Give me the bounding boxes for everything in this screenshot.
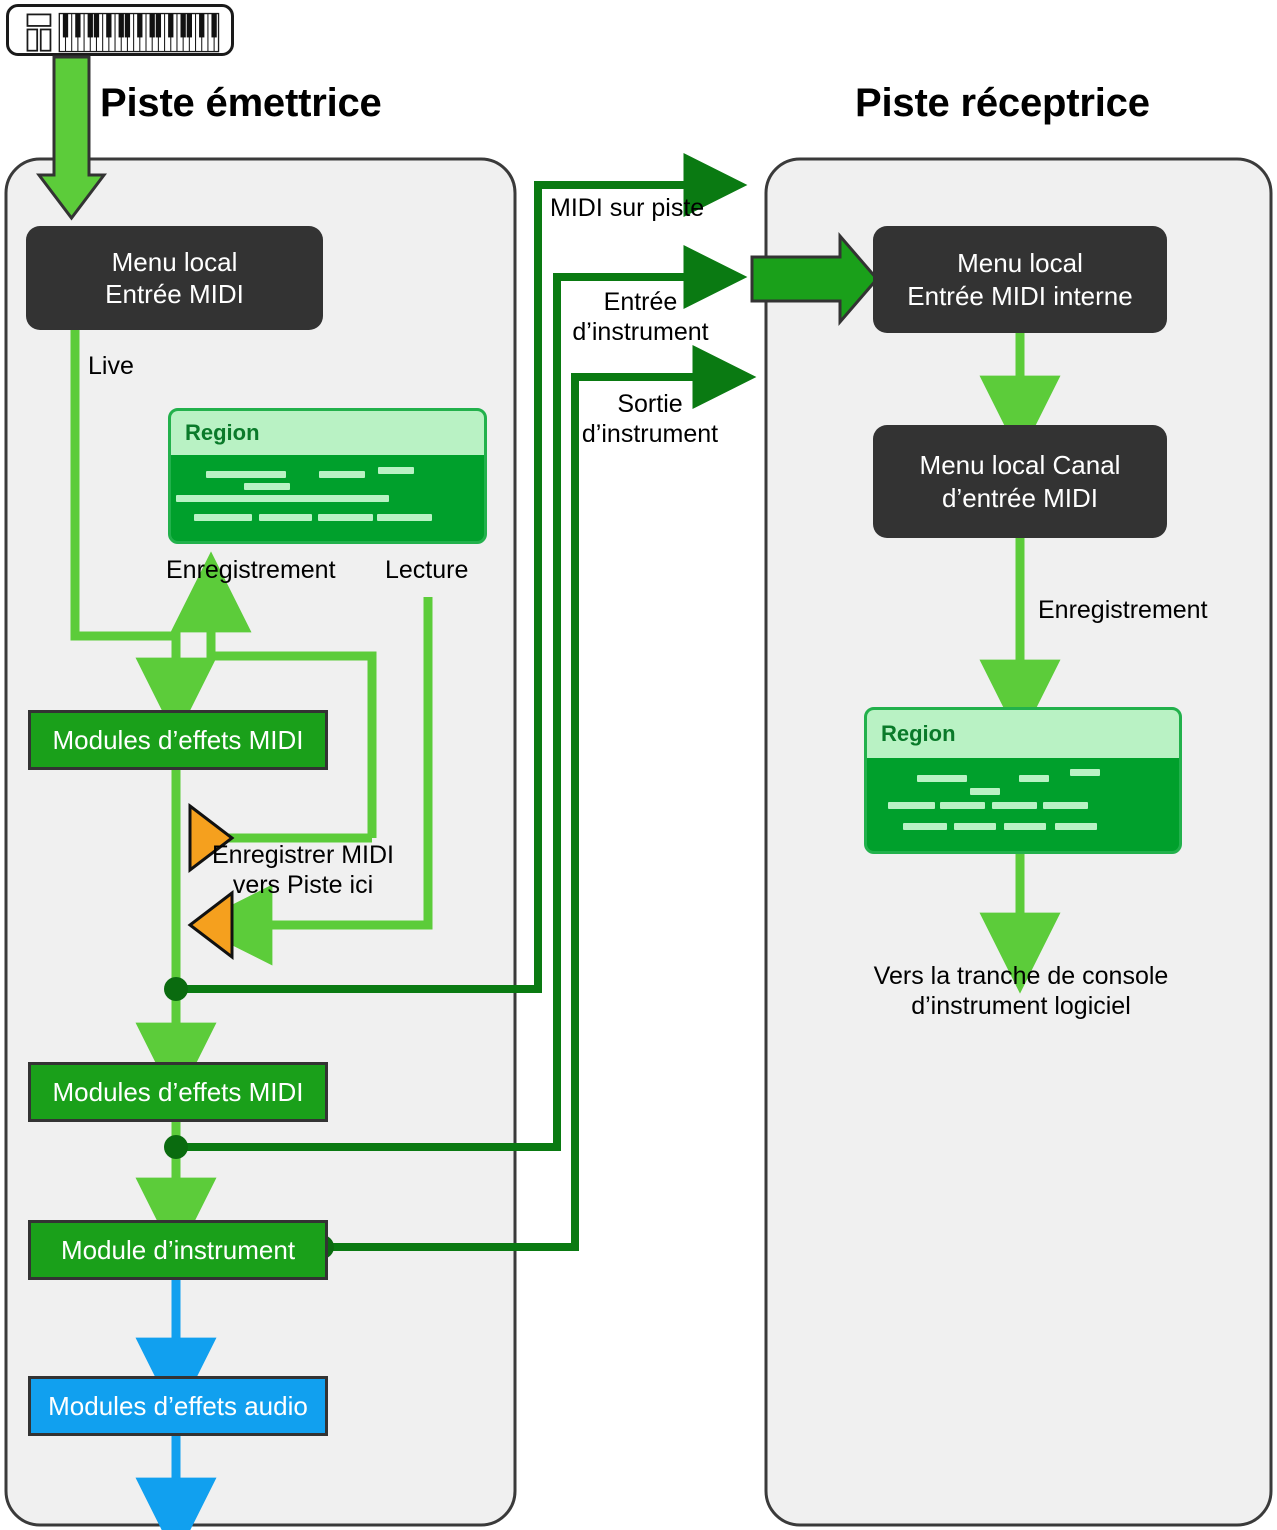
region-note bbox=[377, 514, 432, 522]
internal-midi-input-popup-menu[interactable]: Menu local Entrée MIDI interne bbox=[873, 226, 1167, 333]
midi-effects-plugins-1[interactable]: Modules d’effets MIDI bbox=[28, 710, 328, 770]
playback-path bbox=[191, 597, 433, 966]
receiver-region[interactable]: Region bbox=[864, 707, 1182, 854]
region-note bbox=[970, 787, 1000, 795]
live-label: Live bbox=[88, 352, 134, 380]
record-marker-lower-icon bbox=[187, 889, 234, 961]
region-note bbox=[259, 514, 312, 522]
region-note bbox=[332, 495, 389, 503]
sender-panel-title: Piste émettrice bbox=[100, 81, 382, 125]
receiver-record-label: Enregistrement bbox=[1038, 596, 1208, 624]
midi-on-track-label: MIDI sur piste bbox=[550, 194, 705, 222]
playback-label: Lecture bbox=[385, 556, 469, 584]
sender-region-label: Region bbox=[171, 411, 484, 456]
midi-on-track-tap bbox=[164, 153, 748, 1001]
region-note bbox=[940, 801, 985, 809]
record-to-region-path bbox=[170, 551, 377, 838]
region-note bbox=[888, 801, 935, 809]
midi-input-popup-menu[interactable]: Menu local Entrée MIDI bbox=[26, 226, 323, 330]
sender-region[interactable]: Region bbox=[168, 408, 487, 544]
instrument-input-label: Entrée d’instrument bbox=[572, 288, 709, 346]
region-note bbox=[903, 822, 947, 830]
audio-effects-plugins[interactable]: Modules d’effets audio bbox=[28, 1376, 328, 1436]
region-note bbox=[206, 471, 286, 479]
keyboard-to-midi-input-arrow bbox=[35, 55, 108, 221]
midi-into-receiver-block-arrow bbox=[750, 231, 879, 327]
region-note bbox=[318, 514, 373, 522]
region-note bbox=[1055, 822, 1097, 830]
region-note bbox=[223, 495, 283, 503]
instrument-input-tap bbox=[164, 245, 748, 1159]
region-note bbox=[378, 467, 414, 475]
region-note bbox=[319, 471, 365, 479]
region-note bbox=[276, 495, 334, 503]
live-path bbox=[70, 330, 217, 739]
region-note bbox=[1070, 768, 1100, 776]
receiver-panel-title: Piste réceptrice bbox=[855, 81, 1150, 125]
midi-keyboard-icon bbox=[6, 4, 234, 56]
region-note bbox=[1019, 774, 1049, 782]
region-note bbox=[194, 514, 252, 522]
region-note bbox=[954, 822, 996, 830]
record-label: Enregistrement bbox=[166, 556, 336, 584]
instrument-output-label: Sortie d’instrument bbox=[581, 390, 719, 448]
record-midi-here-label: Enregistrer MIDI vers Piste ici bbox=[212, 841, 394, 899]
receiver-region-label: Region bbox=[867, 710, 1179, 758]
midi-effects-plugins-2[interactable]: Modules d’effets MIDI bbox=[28, 1062, 328, 1122]
instrument-plugin[interactable]: Module d’instrument bbox=[28, 1220, 328, 1280]
midi-input-channel-popup-menu[interactable]: Menu local Canal d’entrée MIDI bbox=[873, 425, 1167, 538]
to-channel-strip-label: Vers la tranche de console d’instrument … bbox=[873, 962, 1169, 1020]
region-note bbox=[1043, 801, 1088, 809]
record-marker-upper-icon bbox=[188, 802, 235, 874]
region-note bbox=[992, 801, 1037, 809]
region-note bbox=[244, 483, 290, 491]
region-note bbox=[1004, 822, 1046, 830]
region-note bbox=[176, 495, 241, 503]
region-note bbox=[917, 774, 967, 782]
